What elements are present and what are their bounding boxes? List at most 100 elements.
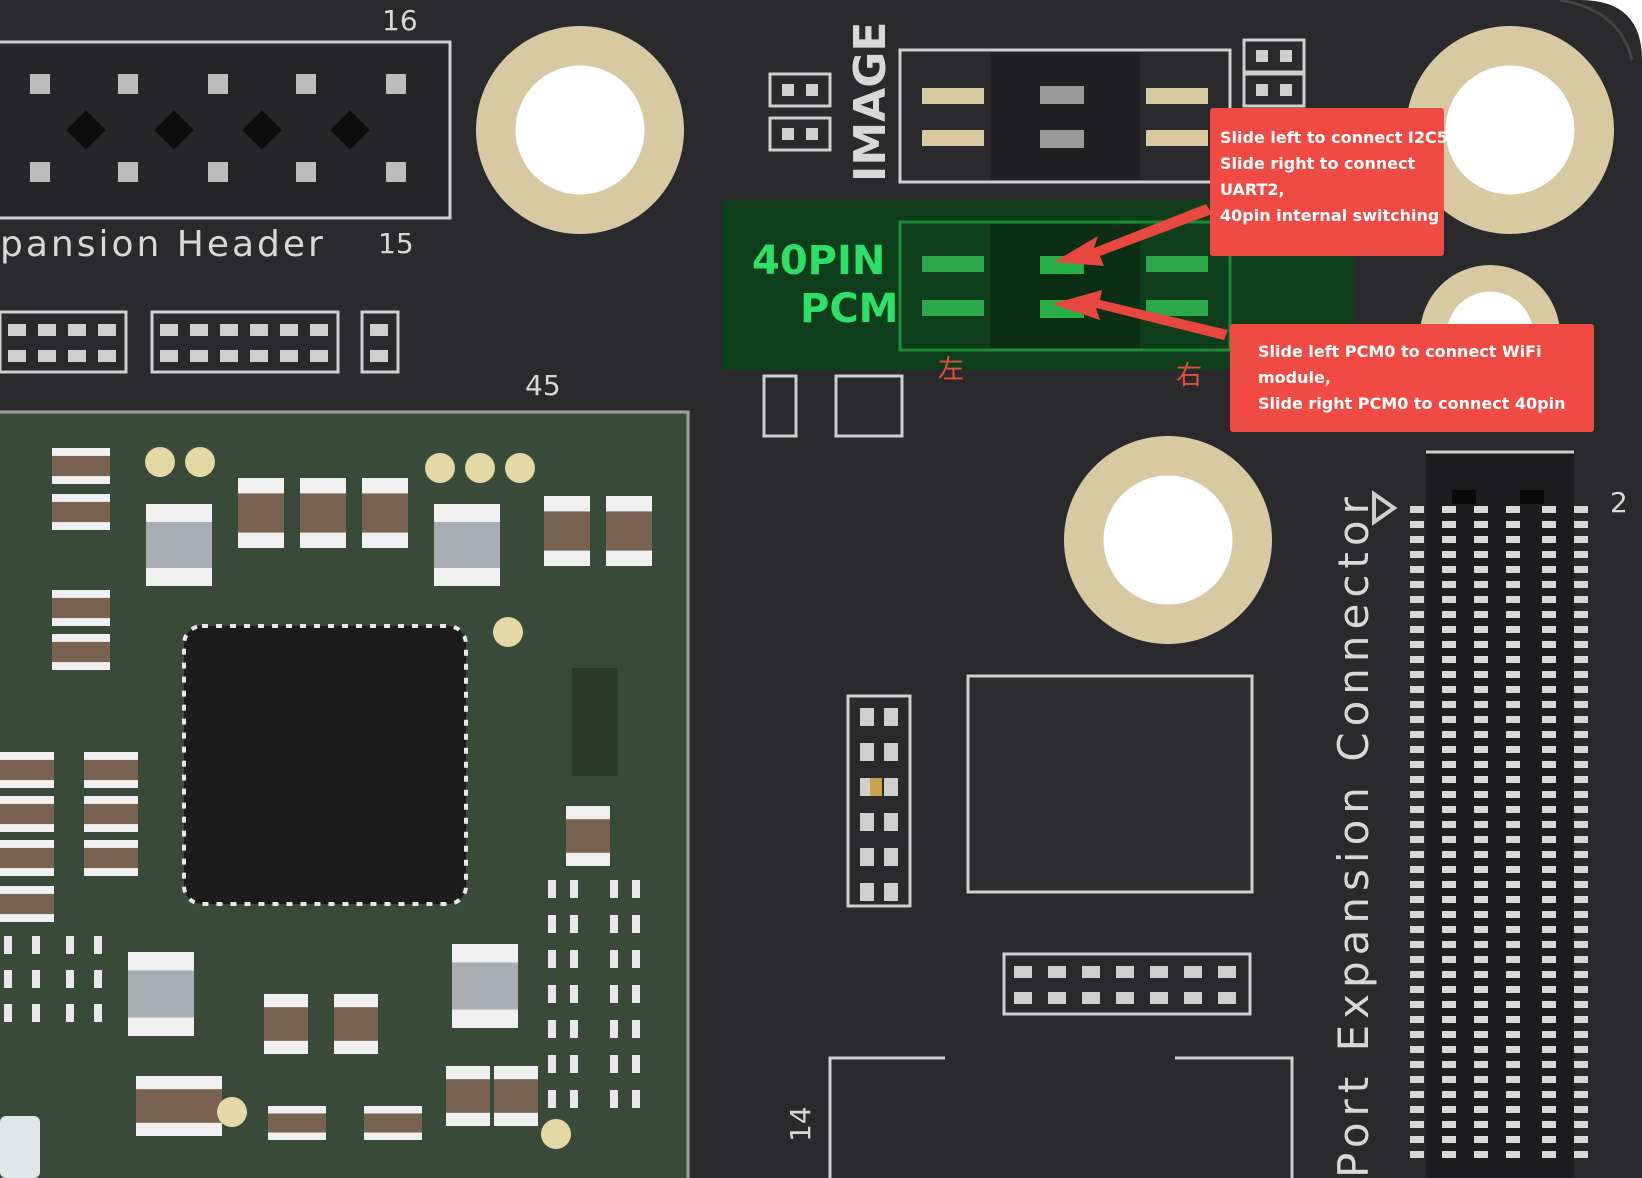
connector-pin (1410, 881, 1424, 888)
smd-component-body (128, 970, 194, 1018)
smd-component-body (334, 1007, 378, 1041)
smd-component-body (0, 759, 54, 781)
connector-pin (1506, 986, 1520, 993)
connector-pin (1506, 506, 1520, 513)
connector-pin (1574, 746, 1588, 753)
footprint-pad (806, 84, 818, 96)
connector-pin (1474, 791, 1488, 798)
connector-pin (1542, 536, 1556, 543)
connector-pin (1474, 986, 1488, 993)
two-pin-footprint (1242, 72, 1306, 108)
connector-pin (1574, 506, 1588, 513)
row-pad (1116, 966, 1134, 978)
connector-pin (1506, 1151, 1520, 1158)
small-resistor-pad (610, 1090, 618, 1108)
connector-pin (1506, 671, 1520, 678)
resistor-pad (68, 350, 86, 362)
connector-key (1452, 490, 1476, 504)
connector-pin (1442, 1151, 1456, 1158)
smd-component-body (362, 493, 408, 533)
connector-pin (1442, 941, 1456, 948)
connector-pin (1442, 521, 1456, 528)
connector-pin (1442, 566, 1456, 573)
smd-component-body (446, 1079, 490, 1113)
connector-pin (1410, 686, 1424, 693)
connector-pin (1506, 821, 1520, 828)
connector-pin (1474, 896, 1488, 903)
connector-pin (1506, 866, 1520, 873)
resistor-array (360, 310, 400, 374)
connector-pin (1574, 641, 1588, 648)
connector-pin (1442, 1061, 1456, 1068)
smd-component-body (52, 641, 110, 663)
connector-pin (1474, 956, 1488, 963)
connector-pin (1542, 1001, 1556, 1008)
connector-pin (1410, 536, 1424, 543)
smd-component-body (364, 1113, 422, 1133)
row-pad (1184, 966, 1202, 978)
connector-pin (1474, 731, 1488, 738)
pad-column-outline (846, 694, 912, 908)
connector-pin (1506, 1061, 1520, 1068)
footprint-pad (1256, 84, 1268, 96)
connector-pin (1542, 1061, 1556, 1068)
expansion-header (0, 40, 452, 220)
resistor-pad (190, 350, 208, 362)
connector-pin (1506, 701, 1520, 708)
connector-pin (1574, 1031, 1588, 1038)
connector-pin (1574, 836, 1588, 843)
test-point (541, 1119, 571, 1149)
connector-pin (1474, 521, 1488, 528)
connector-pin (1506, 1136, 1520, 1143)
connector-pin (1506, 656, 1520, 663)
small-resistor-pad (570, 985, 578, 1003)
connector-pin (1574, 596, 1588, 603)
connector-pin (1574, 1106, 1588, 1113)
connector-pin (1542, 1031, 1556, 1038)
connector-pin (1474, 1031, 1488, 1038)
bottom-ic-outline (828, 1056, 1294, 1178)
connector-pin (1410, 731, 1424, 738)
connector-pin (1474, 1136, 1488, 1143)
connector-pin (1506, 536, 1520, 543)
connector-pin (1442, 1016, 1456, 1023)
small-resistor-pad (632, 915, 640, 933)
small-resistor-pad (4, 1004, 12, 1022)
resistor-pad (250, 324, 268, 336)
resistor-pad (98, 324, 116, 336)
test-point (185, 447, 215, 477)
connector-pin (1506, 761, 1520, 768)
column-pad (884, 848, 898, 866)
left-char-label: 左 (938, 355, 964, 385)
smd-component-body (52, 455, 110, 477)
small-resistor-pad (570, 950, 578, 968)
callout-line-2: module, (1258, 368, 1331, 387)
connector-pin (1410, 1031, 1424, 1038)
header-pin (30, 162, 50, 182)
resistor-pad (220, 350, 238, 362)
footprint-pad (1280, 84, 1292, 96)
connector-pin (1574, 671, 1588, 678)
image-label: IMAGE (845, 22, 896, 182)
connector-pin (1542, 746, 1556, 753)
smd-component-body (434, 522, 500, 568)
connector-pin (1474, 776, 1488, 783)
connector-pin (1574, 956, 1588, 963)
connector-pin (1574, 536, 1588, 543)
connector-pin (1574, 611, 1588, 618)
connector-pin (1474, 671, 1488, 678)
two-pin-footprint (768, 116, 832, 152)
connector-pin (1574, 866, 1588, 873)
resistor-pad (250, 350, 268, 362)
connector-pin (1442, 611, 1456, 618)
connector-pin (1442, 1001, 1456, 1008)
port-expansion-label: Port Expansion Connector (1329, 491, 1378, 1178)
connector-pin (1474, 1076, 1488, 1083)
connector-pin (1410, 1151, 1424, 1158)
connector-pin (1442, 656, 1456, 663)
resistor-pad (280, 324, 298, 336)
smd-component-body (84, 803, 138, 825)
connector-pin (1574, 761, 1588, 768)
test-point (425, 453, 455, 483)
connector-pin (1574, 896, 1588, 903)
